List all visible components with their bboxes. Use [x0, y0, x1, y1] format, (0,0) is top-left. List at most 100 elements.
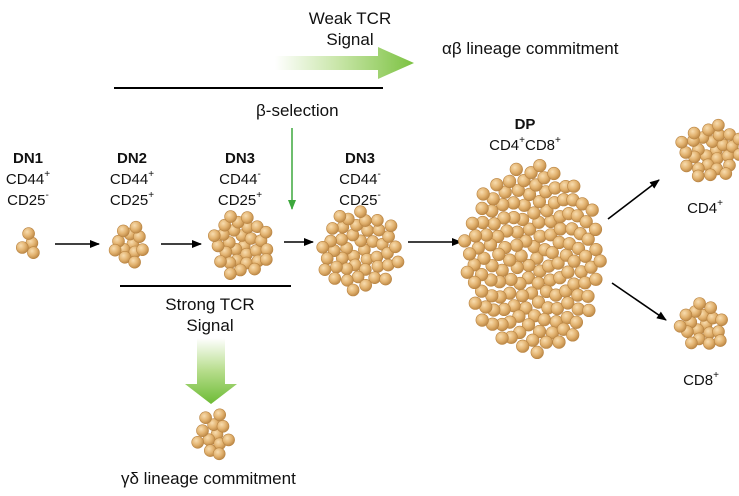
cell: [129, 220, 143, 234]
cd8-output-marker: CD8: [683, 372, 714, 389]
stage-dn3b-name: DN3: [344, 150, 375, 167]
strong-signal-label: Strong TCR Signal: [140, 294, 280, 336]
cell: [687, 126, 701, 140]
cell: [704, 301, 718, 315]
cell-cluster-gd: [191, 408, 235, 461]
cell: [15, 241, 29, 254]
cell: [569, 315, 584, 329]
cell: [259, 253, 273, 266]
cell: [196, 424, 209, 438]
cell: [458, 234, 472, 248]
cell: [521, 318, 536, 332]
cell: [544, 228, 558, 242]
cell: [379, 272, 392, 286]
cell: [475, 201, 489, 215]
cell: [553, 222, 568, 236]
cell: [588, 222, 603, 236]
cell: [524, 166, 538, 180]
cell: [259, 225, 273, 239]
stage-dn2-marker2: CD25: [109, 192, 149, 209]
stage-dn3a-marker2: CD25: [217, 192, 257, 209]
cell: [354, 205, 367, 218]
beta-selection-label: β-selection: [256, 101, 339, 120]
cell: [732, 148, 739, 161]
cell: [547, 166, 561, 181]
cell: [371, 214, 384, 227]
cell: [712, 118, 725, 132]
cell: [391, 255, 405, 269]
cell: [581, 232, 595, 246]
stage-dn1-sign2: -: [45, 190, 49, 201]
stage-dn2: DN2 CD44+ CD25+: [102, 148, 162, 211]
cell: [589, 272, 603, 286]
cell: [584, 260, 598, 274]
cell: [582, 303, 596, 318]
cell-cluster-cd8: [673, 297, 728, 350]
stage-dp-name: DP: [514, 116, 536, 133]
cell: [333, 210, 347, 223]
cell: [27, 246, 40, 259]
stage-dn3a-marker1: CD44: [219, 171, 258, 188]
cell: [490, 178, 504, 192]
cell: [719, 167, 733, 180]
cell: [551, 256, 565, 270]
cell: [224, 210, 237, 223]
cell: [522, 222, 537, 236]
cell-cluster-dp: [458, 159, 607, 360]
ab-lineage-label: αβ lineage commitment: [442, 39, 619, 58]
stage-dn3a-sign2: +: [256, 190, 263, 201]
cell: [468, 229, 483, 243]
cell: [389, 240, 402, 254]
cell: [506, 196, 521, 210]
cell: [566, 328, 580, 342]
cell: [532, 195, 547, 209]
gd-lineage-label: γδ lineage commitment: [121, 469, 296, 488]
cell: [340, 262, 354, 276]
cell: [136, 243, 149, 256]
cell: [346, 283, 360, 297]
weak-signal-line2: Signal: [326, 30, 374, 49]
stage-dn1-marker1: CD44: [5, 171, 45, 188]
cell: [567, 179, 581, 193]
cell: [691, 169, 705, 183]
cell: [515, 289, 530, 303]
cell: [581, 289, 595, 303]
cell: [673, 319, 687, 333]
cell: [208, 229, 221, 242]
cell: [509, 162, 523, 176]
cell: [496, 198, 510, 212]
cell: [702, 337, 716, 350]
cell-cluster-dn3b: [316, 205, 405, 297]
cell: [476, 187, 490, 201]
stage-dn1-marker2: CD25: [7, 192, 46, 209]
cell: [222, 433, 235, 447]
cell: [567, 254, 581, 268]
cell: [539, 335, 553, 349]
cell: [533, 159, 547, 173]
cell: [191, 435, 204, 449]
cd4-output-label: CD4+: [680, 198, 730, 219]
cell: [516, 339, 530, 353]
arrow-dp-cd4: [607, 179, 660, 220]
cell: [579, 215, 593, 229]
cell: [22, 227, 35, 240]
stage-dn2-sign1: +: [148, 169, 155, 180]
weak-signal-line1: Weak TCR: [308, 9, 392, 28]
stage-dn1-sign1: +: [44, 169, 51, 180]
weak-signal-label: Weak TCR Signal: [280, 8, 420, 50]
arrow-dp-cd8: [611, 282, 667, 321]
cell: [467, 275, 482, 290]
weak-signal-arrow: [275, 47, 414, 79]
cell: [335, 233, 348, 246]
cd4-output-marker: CD4: [687, 200, 718, 217]
cd8-output-sign: +: [713, 370, 719, 381]
strong-signal-line1: Strong TCR: [165, 295, 255, 314]
cell: [487, 217, 501, 231]
cell: [320, 252, 334, 265]
cell: [675, 135, 689, 149]
stage-dn3b-sign2: -: [377, 190, 381, 201]
cell: [241, 211, 254, 224]
cell: [316, 241, 330, 254]
strong-signal-line2: Signal: [186, 316, 234, 335]
